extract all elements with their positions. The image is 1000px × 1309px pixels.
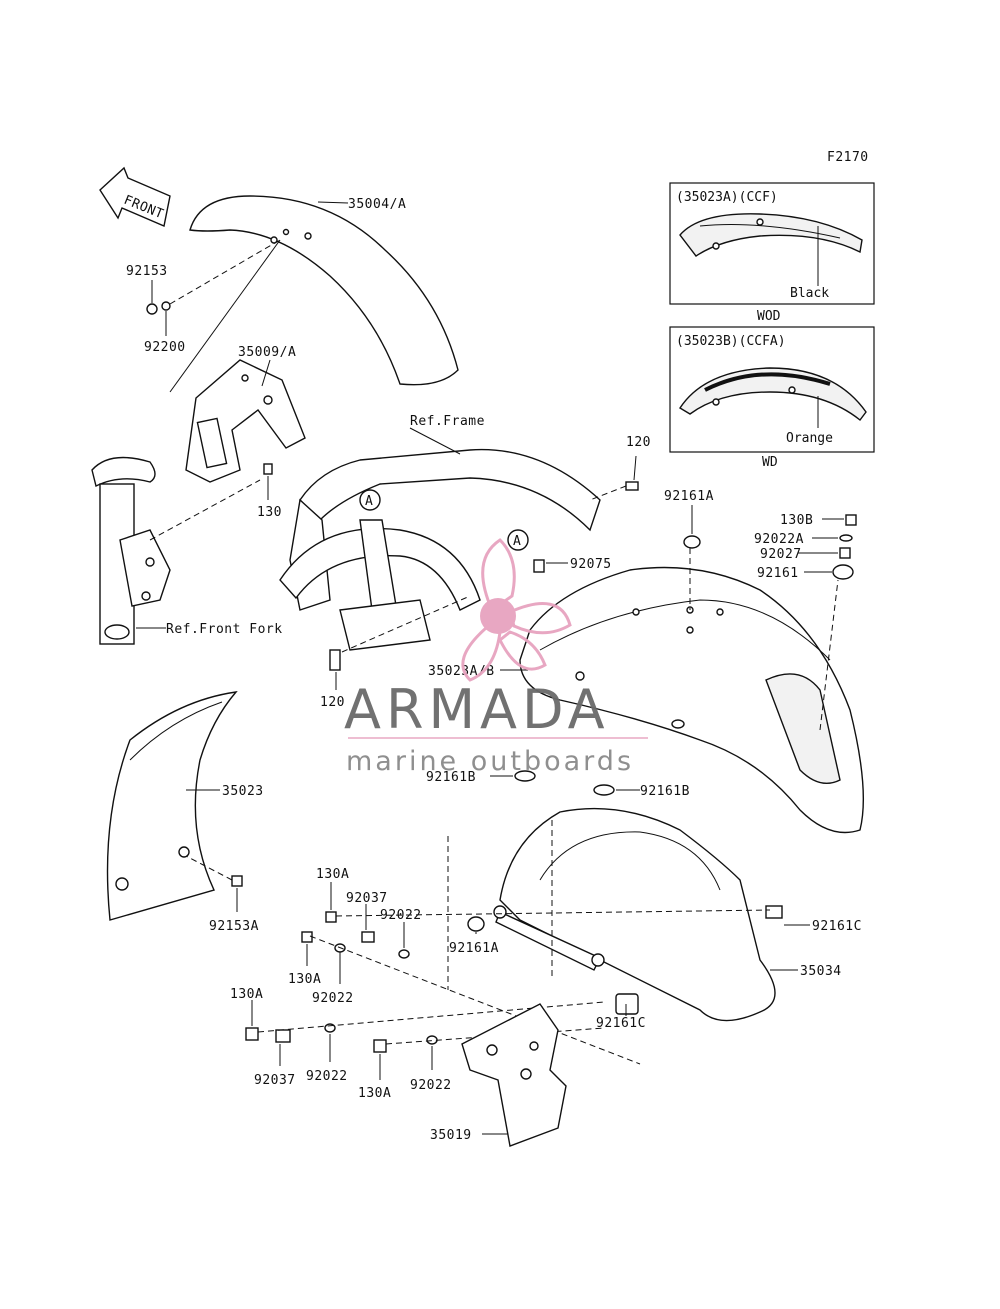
callout-92037-2: 92037 bbox=[254, 1073, 296, 1088]
watermark-tagline: marine outboards bbox=[346, 746, 634, 777]
reference-marker-a-2-label: A bbox=[513, 534, 521, 549]
bolt-120-bottom: 120 bbox=[320, 595, 471, 710]
variant-box-2: (35023B)(CCFA) Orange WD bbox=[669, 326, 875, 470]
reference-marker-a-1 bbox=[359, 489, 381, 511]
spacer-92161C-bottom: 92161C bbox=[596, 993, 646, 1031]
callout-35004A: 35004/A bbox=[348, 197, 406, 212]
watermark-brand: ARMADA bbox=[344, 678, 610, 741]
callout-130B: 130B bbox=[780, 513, 813, 528]
propeller-logo-icon bbox=[461, 538, 572, 682]
bolt-130A-4: 130A bbox=[358, 1039, 391, 1101]
washer-92200: 92200 bbox=[144, 239, 281, 355]
fender-bracket: 35009/A bbox=[169, 239, 306, 483]
variant-1-color: Black bbox=[790, 286, 829, 301]
callout-130: 130 bbox=[257, 505, 282, 520]
clip-92075: 92075 A bbox=[507, 529, 612, 573]
callout-92022-4: 92022 bbox=[410, 1078, 452, 1093]
front-arrow-icon: FRONT bbox=[99, 166, 171, 227]
callout-130A-4: 130A bbox=[358, 1086, 391, 1101]
callout-120-top: 120 bbox=[626, 435, 651, 450]
collar-92027: 92027 bbox=[760, 547, 851, 562]
variant-2-color: Orange bbox=[786, 431, 833, 446]
collar-92037-2: 92037 bbox=[254, 1029, 296, 1088]
washer-92022A: 92022A bbox=[754, 532, 853, 547]
bolt-120-top: 120 bbox=[589, 435, 651, 501]
bolt-130: 130 bbox=[257, 463, 282, 520]
figure-code: F2170 bbox=[827, 150, 869, 165]
collar-92037-1: 92037 bbox=[346, 891, 388, 943]
callout-35009A: 35009/A bbox=[238, 345, 296, 360]
grommet-92161A-top: 92161A bbox=[664, 489, 714, 549]
callout-92022-2: 92022 bbox=[312, 991, 354, 1006]
bolt-130B: 130B bbox=[780, 513, 857, 528]
side-cover: 35023 bbox=[106, 691, 264, 921]
callout-92161C-bottom: 92161C bbox=[596, 1016, 646, 1031]
callout-130A-1: 130A bbox=[316, 867, 349, 882]
variant-box-1: (35023A)(CCF) Black WOD bbox=[669, 182, 875, 324]
variant-2-code: (35023B)(CCFA) bbox=[676, 334, 786, 349]
callout-ref-frame: Ref.Frame bbox=[410, 414, 485, 429]
callout-92161A-bottom: 92161A bbox=[449, 941, 499, 956]
callout-92200: 92200 bbox=[144, 340, 186, 355]
reference-marker-a-1-label: A bbox=[365, 494, 373, 509]
bolt-130A-2: 130A bbox=[288, 931, 321, 987]
front-fork: Ref.Front Fork bbox=[91, 456, 283, 645]
grommet-92161A-bottom: 92161A bbox=[449, 916, 499, 956]
callout-35034: 35034 bbox=[800, 964, 842, 979]
variant-2-market: WD bbox=[762, 455, 778, 470]
callout-92037-1: 92037 bbox=[346, 891, 388, 906]
frame: Ref.Frame A bbox=[279, 414, 601, 651]
bolt-130A-1: 130A bbox=[316, 867, 349, 923]
callout-92161C-right: 92161C bbox=[812, 919, 862, 934]
callout-92027: 92027 bbox=[760, 547, 802, 562]
bolt-92153: 92153 bbox=[126, 264, 168, 315]
callout-120-bottom: 120 bbox=[320, 695, 345, 710]
grommet-92161B-right: 92161B bbox=[593, 784, 690, 799]
callout-35023: 35023 bbox=[222, 784, 264, 799]
callout-92161: 92161 bbox=[757, 566, 799, 581]
grommet-92161C-right bbox=[765, 905, 783, 919]
callout-130A-3: 130A bbox=[230, 987, 263, 1002]
callout-92153: 92153 bbox=[126, 264, 168, 279]
callout-92161B-right: 92161B bbox=[640, 784, 690, 799]
grommet-92161: 92161 bbox=[757, 564, 854, 581]
variant-1-code: (35023A)(CCF) bbox=[676, 190, 778, 205]
callout-130A-2: 130A bbox=[288, 972, 321, 987]
license-bracket: 35019 bbox=[430, 1003, 567, 1147]
washer-92022-4: 92022 bbox=[410, 1035, 452, 1093]
washer-92022-3: 92022 bbox=[306, 1023, 348, 1084]
front-fender: 35004/A bbox=[189, 195, 459, 386]
callout-35019: 35019 bbox=[430, 1128, 472, 1143]
callout-ref-front-fork: Ref.Front Fork bbox=[166, 622, 283, 637]
grommet-92161B-left: 92161B bbox=[426, 770, 536, 785]
watermark: ARMADA marine outboards bbox=[344, 538, 648, 777]
reference-marker-a-2 bbox=[507, 529, 529, 551]
callout-92022-3: 92022 bbox=[306, 1069, 348, 1084]
bolt-130A-3: 130A bbox=[230, 987, 263, 1041]
callout-92161B-left: 92161B bbox=[426, 770, 476, 785]
washer-92022-2: 92022 bbox=[312, 943, 354, 1006]
callout-92161A-top: 92161A bbox=[664, 489, 714, 504]
rear-subframe: 92161C 35034 bbox=[447, 807, 862, 1022]
variant-1-market: WOD bbox=[757, 309, 781, 324]
callout-92022A: 92022A bbox=[754, 532, 804, 547]
bolt-92153A: 92153A bbox=[185, 855, 259, 934]
callout-92153A: 92153A bbox=[209, 919, 259, 934]
callout-92075: 92075 bbox=[570, 557, 612, 572]
